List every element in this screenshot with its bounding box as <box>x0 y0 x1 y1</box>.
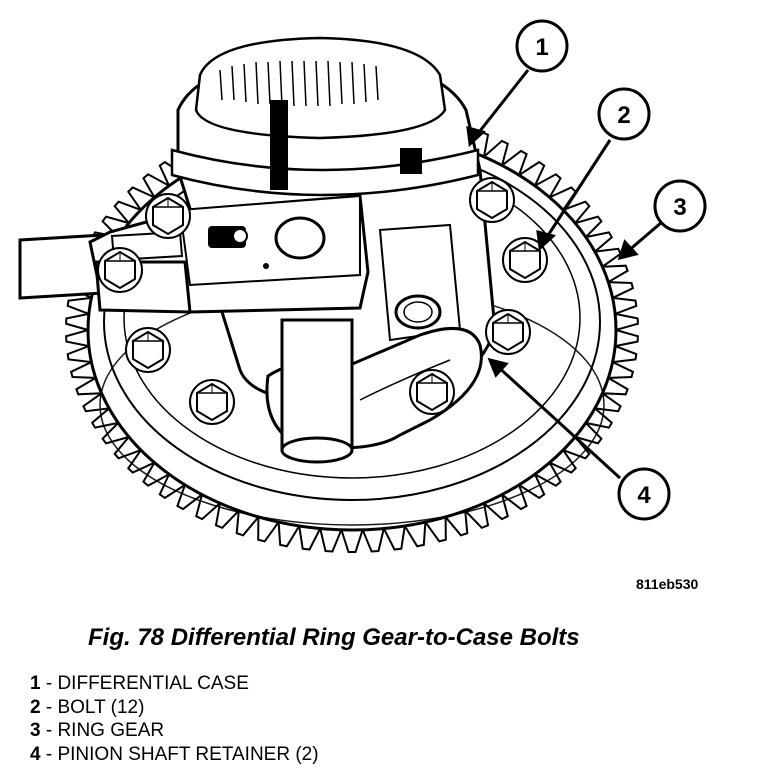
legend-item: 1 - DIFFERENTIAL CASE <box>30 672 319 696</box>
legend-number: 1 <box>30 673 41 694</box>
pinion-shaft <box>280 318 354 464</box>
legend-number: 3 <box>30 720 41 741</box>
legend-text: - RING GEAR <box>40 720 165 741</box>
legend-text: - PINION SHAFT RETAINER (2) <box>40 743 319 765</box>
gear-tooth <box>361 527 386 553</box>
figure-caption: Fig. 78 Differential Ring Gear-to-Case B… <box>88 624 580 651</box>
gear-tooth <box>65 312 90 332</box>
svg-text:4: 4 <box>637 482 651 509</box>
svg-text:1: 1 <box>535 34 548 61</box>
legend-text: - BOLT (12) <box>40 696 145 718</box>
callout-4: 4 <box>617 467 671 521</box>
leader-lines <box>466 69 663 480</box>
legend: 1 - DIFFERENTIAL CASE 2 - BOLT (12) 3 - … <box>30 672 319 766</box>
gear-tooth <box>318 527 343 553</box>
gear-tooth <box>614 328 639 348</box>
gear-tooth <box>65 328 90 348</box>
legend-number: 4 <box>30 743 41 765</box>
callout-1: 1 <box>515 19 569 73</box>
legend-text: - DIFFERENTIAL CASE <box>40 673 249 694</box>
legend-item: 4 - PINION SHAFT RETAINER (2) <box>30 743 319 767</box>
figure-reference-code: 811eb530 <box>636 576 699 592</box>
callout-3: 3 <box>653 179 707 233</box>
differential-illustration: 1 2 3 4 <box>18 19 707 553</box>
legend-item: 2 - BOLT (12) <box>30 696 319 720</box>
gear-tooth <box>340 528 364 553</box>
svg-text:2: 2 <box>617 102 630 129</box>
svg-text:3: 3 <box>673 194 686 221</box>
callout-2: 2 <box>597 87 651 141</box>
legend-number: 2 <box>30 696 41 718</box>
holding-tool <box>18 194 370 314</box>
legend-item: 3 - RING GEAR <box>30 719 319 743</box>
gear-tooth <box>614 312 639 332</box>
